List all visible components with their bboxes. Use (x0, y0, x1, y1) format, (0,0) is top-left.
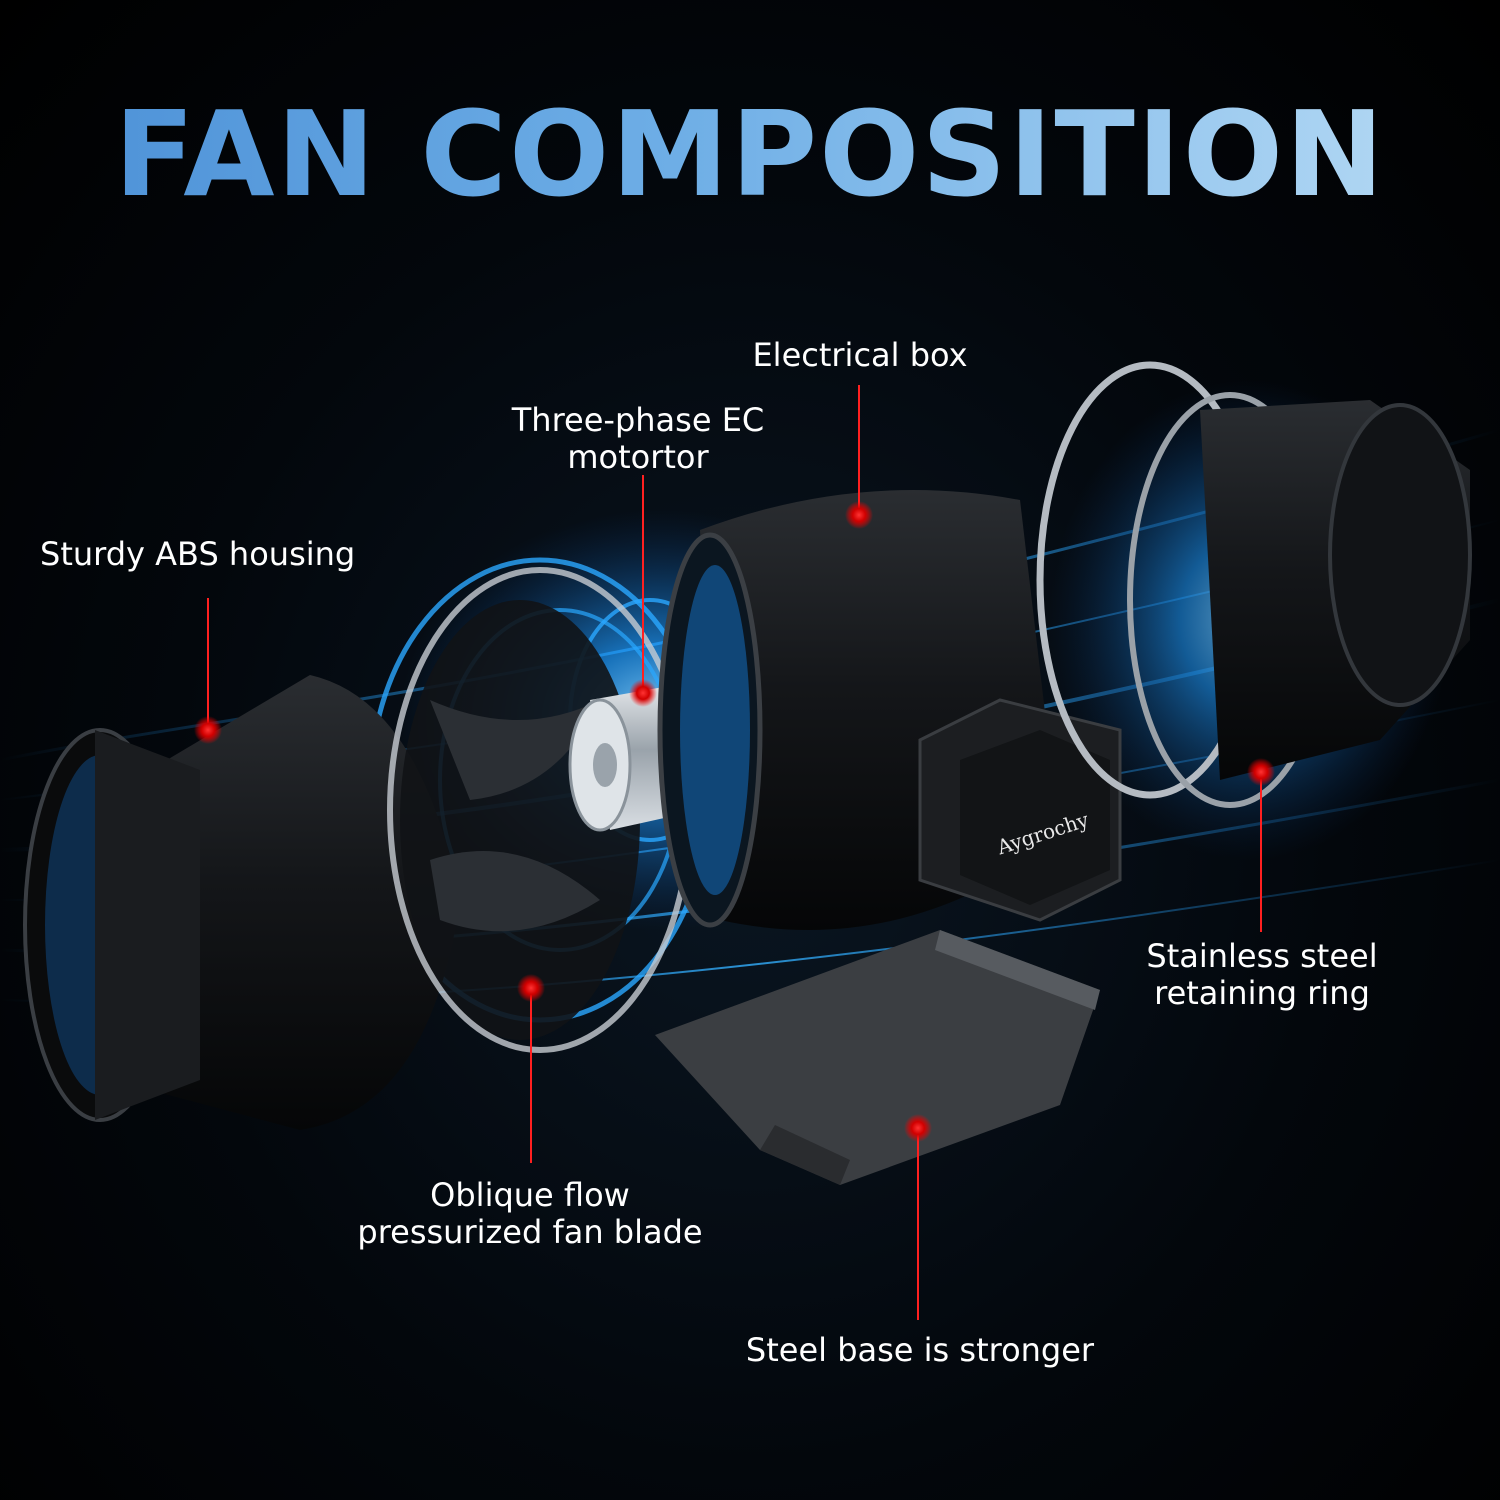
label-ec-motor: Three-phase EC motortor (488, 402, 788, 476)
label-retaining-ring: Stainless steel retaining ring (1122, 938, 1402, 1012)
marker-blade (517, 974, 545, 1002)
leader-lines (207, 385, 1262, 1320)
steel-base (655, 930, 1100, 1185)
marker-motor (629, 679, 657, 707)
marker-base (904, 1114, 932, 1142)
electrical-box: Aygrochy (918, 698, 1122, 922)
marker-electrical (845, 501, 873, 529)
label-abs-housing-text: Sturdy ABS housing (40, 535, 356, 573)
marker-dots (194, 501, 1275, 1142)
label-abs-housing: Sturdy ABS housing (40, 536, 355, 573)
abs-housing-left (23, 675, 460, 1130)
marker-housing (194, 716, 222, 744)
label-fan-blade-line1: Oblique flow (430, 1176, 630, 1214)
label-retaining-ring-line1: Stainless steel (1146, 937, 1378, 975)
page-title: FAN COMPOSITION (0, 95, 1500, 213)
abs-housing-right (1200, 400, 1472, 780)
fan-blade (387, 567, 693, 1053)
label-ec-motor-line1: Three-phase EC (511, 401, 765, 439)
marker-ring (1247, 758, 1275, 786)
label-electrical-box: Electrical box (720, 337, 1000, 374)
label-retaining-ring-line2: retaining ring (1154, 974, 1370, 1012)
label-steel-base: Steel base is stronger (720, 1332, 1120, 1369)
label-fan-blade: Oblique flow pressurized fan blade (340, 1177, 720, 1251)
label-ec-motor-line2: motortor (567, 438, 709, 476)
label-fan-blade-line2: pressurized fan blade (357, 1213, 703, 1251)
label-electrical-box-text: Electrical box (752, 336, 968, 374)
label-steel-base-text: Steel base is stronger (745, 1331, 1095, 1369)
